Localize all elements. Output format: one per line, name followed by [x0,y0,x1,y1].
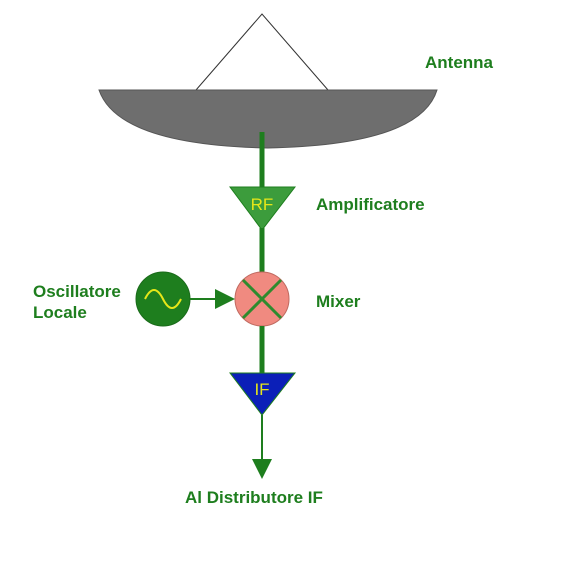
mixer-label: Mixer [316,292,361,311]
antenna-feed-support [195,13,329,91]
dish-antenna-icon [98,89,438,149]
if-amplifier-icon [228,372,297,416]
sine-wave-icon [135,271,191,327]
antenna-label: Antenna [425,53,494,72]
local-oscillator-label-line1: Oscillatore [33,282,121,301]
output-label: Al Distributore IF [185,488,323,507]
amplifier-label: Amplificatore [316,195,425,214]
local-oscillator-label-line2: Locale [33,303,87,322]
rf-badge: RF [251,195,274,214]
mixer-x-circle-icon [234,271,290,327]
if-badge: IF [254,380,269,399]
rf-amplifier-icon [229,186,297,231]
